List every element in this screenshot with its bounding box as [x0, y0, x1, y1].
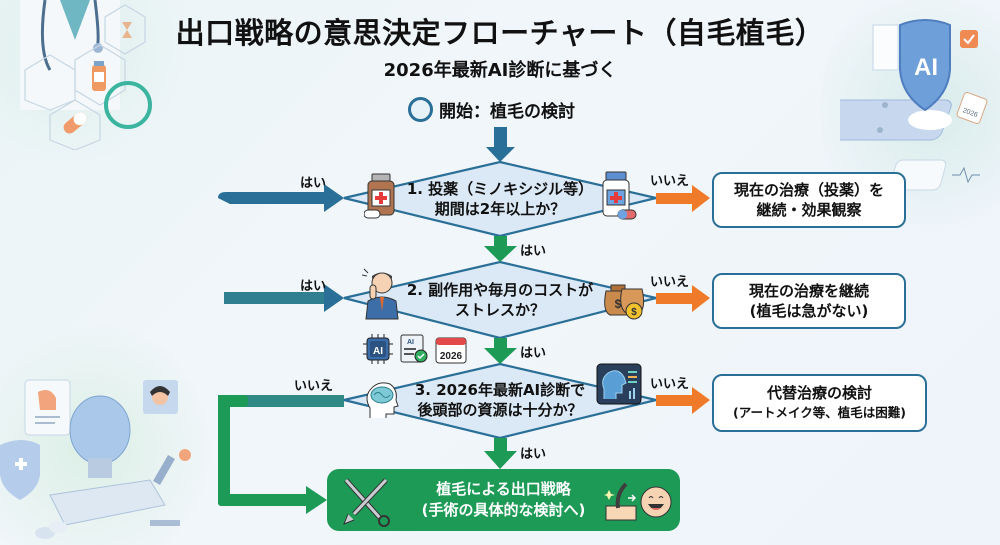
svg-text:2026: 2026: [440, 351, 463, 362]
page-title: 出口戦略の意思決定フローチャート（自毛植毛）: [175, 16, 825, 50]
svg-text:2026: 2026: [962, 107, 979, 119]
arrow-q2-yes-down: [484, 338, 517, 364]
final-line2: (手術の具体的な検討へ): [421, 501, 586, 519]
arrow-q1-yes-down: [484, 236, 517, 262]
medicine-bottle-pill-icon: [602, 171, 637, 220]
hair-growth-smile-icon: [604, 482, 672, 521]
question-1-line2: 期間は2年以上か？: [434, 200, 566, 218]
start-label: 開始：植毛の検討: [439, 102, 575, 122]
ai-chip-icon: AI: [363, 334, 393, 364]
arrow-q3-yes-down: [484, 438, 517, 469]
outcome-box-1: 現在の治療（投薬）を 継続・効果観察: [712, 172, 906, 228]
question-1: 1. 投薬（ミノキシジル等） 期間は2年以上か？: [385, 179, 615, 219]
svg-text:AI: AI: [914, 54, 938, 81]
arrow-q1-no: [656, 185, 710, 212]
question-2: 2. 副作用や毎月のコストが ストレスか？: [385, 280, 615, 320]
question-2-line2: ストレスか？: [454, 301, 545, 319]
start-node: 開始：植毛の検討: [408, 97, 575, 122]
outcome-2-line1: 現在の治療を継続: [748, 282, 869, 300]
outcome-1-line2: 継続・効果観察: [756, 201, 862, 219]
head-scan-monitor-icon: [596, 363, 642, 405]
doctor-illustration: [20, 0, 152, 150]
svg-text:AI: AI: [373, 346, 383, 357]
brain-head-icon: [366, 382, 399, 418]
q1-yes-label: はい: [520, 244, 547, 259]
outcome-box-3: 代替治療の検討 (アートメイク等、植毛は困難): [712, 374, 927, 432]
q3-yes-label: はい: [520, 447, 547, 462]
final-outcome-box: 植毛による出口戦略 (手術の具体的な検討へ): [327, 469, 680, 531]
page-subtitle: 2026年最新AI診断に基づく: [383, 60, 617, 81]
svg-text:$: $: [631, 307, 637, 318]
stressed-man-icon: [362, 268, 399, 320]
calendar-2026-icon: 2026: [435, 337, 467, 364]
question-3-line2: 後頭部の資源は十分か？: [417, 401, 583, 419]
outcome-3-line2: (アートメイク等、植毛は困難): [733, 405, 906, 420]
q1-no-label: いいえ: [650, 174, 690, 189]
ai-icons-row: AI AI 2026: [363, 334, 467, 364]
outcome-3-line1: 代替治療の検討: [766, 384, 872, 402]
svg-text:$: $: [615, 297, 622, 311]
medicine-bottle-icon: [364, 173, 395, 219]
final-line1: 植毛による出口戦略: [436, 480, 571, 498]
ai-document-check-icon: AI: [400, 334, 428, 363]
outcome-box-2: 現在の治療を継続 (植毛は急がない): [712, 273, 906, 329]
loop-label-3: いいえ: [294, 379, 334, 394]
question-3-line1: 3. 2026年最新AI診断で: [414, 381, 586, 399]
question-2-line1: 2. 副作用や毎月のコストが: [406, 281, 594, 299]
q2-no-label: いいえ: [650, 275, 690, 290]
left-loop-connector: [218, 184, 344, 514]
question-1-line1: 1. 投薬（ミノキシジル等）: [406, 180, 594, 198]
outcome-2-line2: (植毛は急がない): [749, 302, 869, 320]
question-3: 3. 2026年最新AI診断で 後頭部の資源は十分か？: [385, 380, 615, 420]
svg-text:AI: AI: [407, 339, 414, 346]
ai-shield-illustration: AI 2026: [840, 19, 988, 191]
q3-no-label: いいえ: [650, 377, 690, 392]
q2-yes-label: はい: [520, 346, 547, 361]
arrow-start-to-q1: [486, 127, 515, 162]
loop-label-1: はい: [300, 176, 327, 191]
ai-lightbulb-illustration: [0, 379, 191, 539]
arrow-q3-no: [656, 387, 710, 414]
money-bags-icon: $ $: [604, 284, 645, 320]
surgical-scissors-icon: [343, 478, 390, 527]
start-circle-icon: [408, 97, 433, 122]
outcome-1-line1: 現在の治療（投薬）を: [733, 181, 884, 199]
loop-label-2: はい: [300, 279, 327, 294]
arrow-q2-no: [656, 285, 710, 312]
